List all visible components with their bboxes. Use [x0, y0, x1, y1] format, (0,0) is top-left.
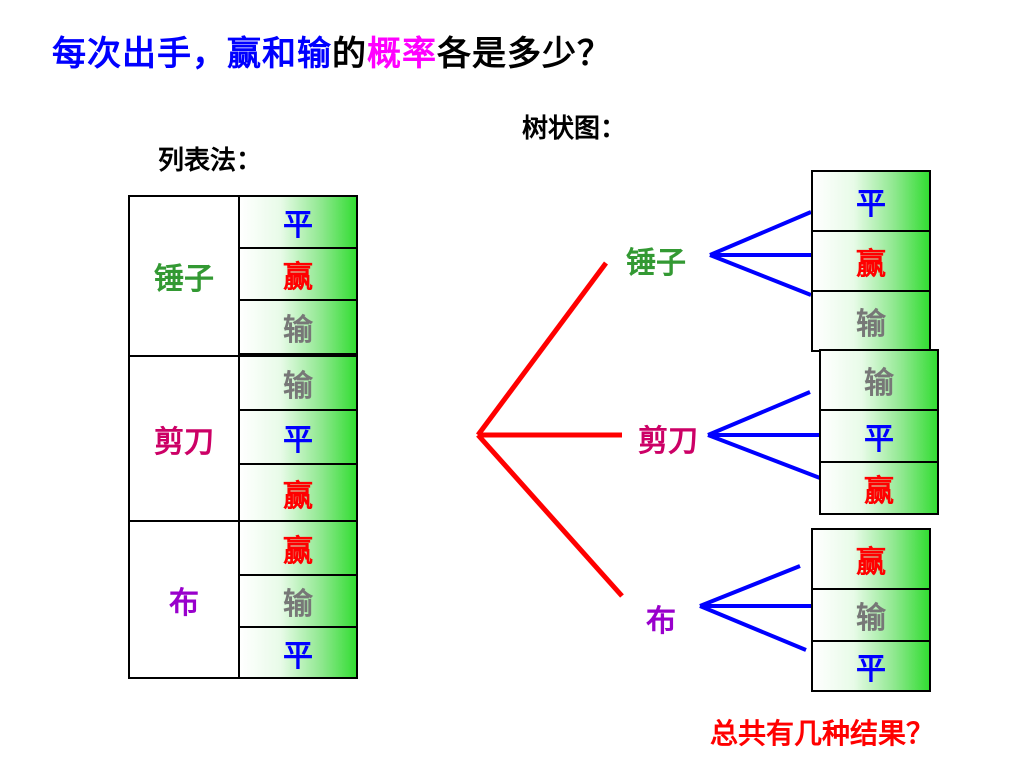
title-part-4: 各是多少？	[437, 34, 612, 74]
tree-outcome-cell: 平	[811, 170, 931, 232]
table-method-label: 列表法：	[158, 146, 263, 176]
branch-line	[709, 210, 812, 257]
table-cell: 赢	[238, 520, 358, 576]
table-cell: 赢	[238, 247, 358, 301]
table-cell: 输	[238, 355, 358, 411]
table-group-label: 剪刀	[154, 424, 214, 460]
table-group-label: 锤子	[154, 262, 214, 297]
table-group-label: 布	[169, 585, 199, 621]
tree-method-label: 树状图：	[522, 114, 627, 144]
title-highlight-probability: 概率	[367, 34, 437, 74]
branch-line	[699, 564, 801, 608]
tree-outcome-cell: 赢	[811, 528, 931, 590]
table-cell: 输	[238, 574, 358, 628]
tree-outcome-cell: 平	[811, 640, 931, 692]
title-part-2: 的	[332, 34, 367, 74]
tree-outcome-cell: 赢	[819, 461, 939, 515]
tree-outcome-cell: 输	[811, 290, 931, 352]
table-cell: 赢	[238, 463, 358, 522]
tree-outcome-cell: 输	[811, 588, 931, 642]
trunk-line-hammer	[475, 261, 609, 437]
branch-line	[699, 604, 807, 652]
table-cell: 输	[238, 299, 358, 355]
trunk-line-cloth	[476, 433, 624, 598]
title-part-1: 每次出手，赢和输	[52, 34, 332, 74]
table-group-cloth: 布	[128, 520, 240, 679]
total-outcomes-question: 总共有几种结果？	[710, 717, 935, 750]
table-cell: 平	[238, 626, 358, 679]
branch-line	[707, 433, 821, 480]
tree-node-cloth: 布	[646, 604, 676, 639]
tree-node-scissors: 剪刀	[638, 424, 698, 459]
page-title: 每次出手，赢和输的概率各是多少？	[52, 26, 612, 75]
table-cell: 平	[238, 195, 358, 249]
tree-outcome-cell: 平	[819, 409, 939, 463]
tree-outcome-cell: 赢	[811, 230, 931, 292]
tree-outcome-cell: 输	[819, 349, 939, 411]
branch-line	[709, 253, 812, 297]
table-cell: 平	[238, 409, 358, 465]
tree-node-hammer: 锤子	[626, 246, 686, 281]
branch-line	[707, 390, 811, 437]
